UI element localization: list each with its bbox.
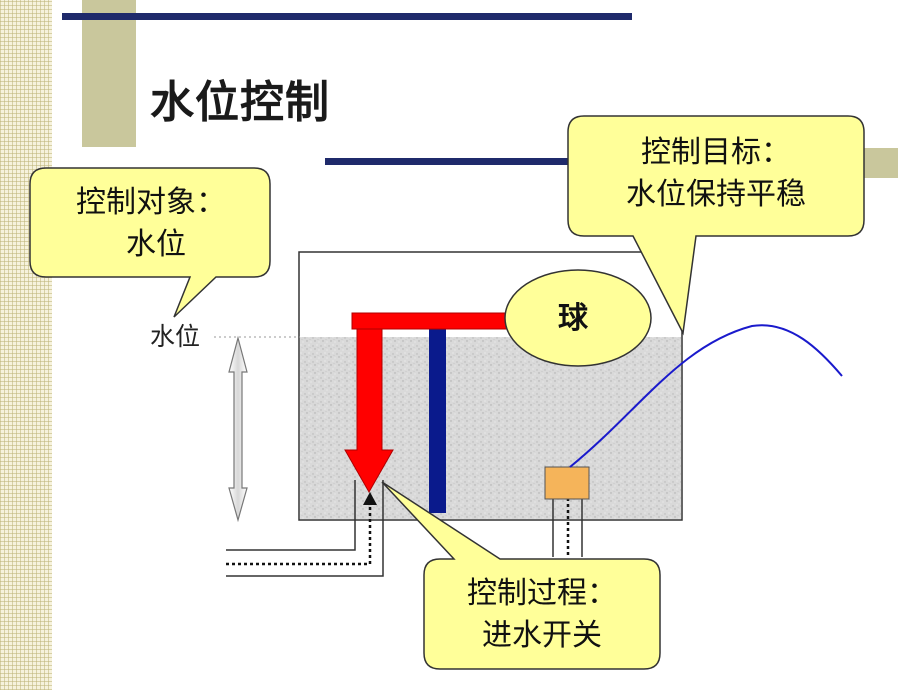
control-process-text: 控制过程： 进水开关 — [430, 573, 654, 657]
inlet-pipe-top — [226, 480, 356, 551]
inlet-pipe-bottom — [226, 480, 384, 577]
callout-control-goal — [567, 115, 865, 336]
callout-controlled-object — [29, 167, 271, 318]
valve-arrow — [344, 328, 394, 494]
sensor-block — [544, 466, 590, 500]
level-double-arrow — [228, 335, 248, 523]
lever-bar — [351, 312, 511, 330]
controlled-object-value: 水位 — [126, 227, 186, 262]
control-process-heading: 控制过程： — [467, 576, 617, 611]
float-ball-label: 球 — [558, 301, 588, 336]
top-rule — [62, 13, 632, 20]
controlled-object-text: 控制对象： 水位 — [42, 182, 260, 266]
float-rod — [429, 325, 446, 513]
tank-outline — [298, 251, 683, 521]
side-pattern-decoration — [0, 0, 52, 690]
control-goal-value: 水位保持平稳 — [626, 177, 806, 212]
controlled-object-heading: 控制对象： — [76, 185, 226, 220]
float-ball — [504, 269, 652, 367]
inlet-flow-dotted — [226, 495, 372, 566]
control-goal-heading: 控制目标： — [641, 135, 791, 170]
callout-control-process — [381, 481, 661, 670]
response-curve — [569, 324, 843, 468]
title-accent-band — [82, 0, 136, 147]
rule-accent-block — [862, 148, 898, 178]
page-title: 水位控制 — [150, 77, 330, 128]
control-goal-text: 控制目标： 水位保持平稳 — [578, 132, 854, 216]
control-process-value: 进水开关 — [482, 618, 602, 653]
inlet-flow-arrowhead — [363, 492, 377, 505]
water-level-label: 水位 — [150, 322, 201, 351]
